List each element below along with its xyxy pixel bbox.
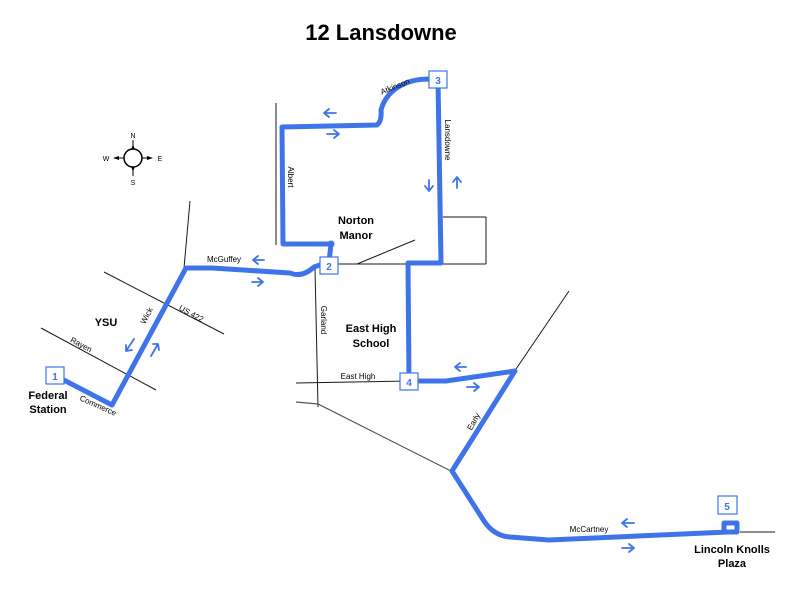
road-rayen — [40, 327, 157, 391]
compass-n: N — [130, 133, 135, 140]
map-title: 12 Lansdowne — [305, 20, 457, 45]
label-us422: US 422 — [177, 304, 205, 325]
arrow-left-icon — [454, 362, 467, 372]
label-mccartney: McCartney — [570, 525, 609, 534]
arrow-left-icon — [621, 518, 635, 528]
road-early-ne — [513, 290, 570, 373]
label-plaza: Plaza — [718, 558, 747, 570]
label-albert: Albert — [286, 167, 295, 189]
compass-s: S — [131, 180, 136, 187]
road-diagonal-norton — [356, 239, 416, 265]
label-federal: Federal — [28, 390, 67, 402]
arrow-right-icon — [326, 129, 340, 139]
label-station: Station — [29, 404, 67, 416]
label-ysu: YSU — [95, 317, 118, 329]
arrow-left-icon — [323, 108, 337, 118]
arrow-up-icon — [452, 176, 462, 189]
arrow-right-icon — [251, 277, 264, 287]
compass-rose-icon: N S W E — [103, 133, 163, 187]
label-east-high-school-1: East High — [346, 323, 397, 335]
arrow-right-icon — [466, 382, 480, 392]
stop-4[interactable]: 4 — [399, 372, 419, 391]
compass-w: W — [103, 156, 110, 163]
label-east-high-school-2: School — [353, 338, 390, 350]
label-atkinson: Atkinson — [379, 77, 411, 97]
label-wick: Wick — [139, 305, 156, 325]
road-wick-north — [183, 200, 191, 269]
norton-manor-terminal-dot — [327, 240, 335, 248]
stop-5-number: 5 — [724, 502, 730, 513]
compass-e: E — [158, 156, 163, 163]
arrow-up-right-icon — [150, 343, 160, 357]
place-labels: Norton Manor YSU Federal Station East Hi… — [28, 215, 769, 570]
stop-2[interactable]: 2 — [319, 256, 339, 275]
label-east-high: East High — [341, 372, 376, 381]
road-garland — [314, 267, 319, 408]
label-norton: Norton — [338, 215, 374, 227]
stop-4-number: 4 — [406, 378, 412, 389]
arrow-left-icon — [252, 255, 265, 265]
label-lansdowne: Lansdowne — [443, 120, 452, 161]
road-us422 — [103, 271, 225, 335]
arrow-down-icon — [424, 179, 434, 192]
road-east-high-ave — [295, 380, 409, 384]
stop-1[interactable]: 1 — [45, 366, 65, 385]
stop-3-number: 3 — [435, 76, 441, 87]
arrow-right-icon — [621, 543, 635, 553]
arrow-down-left-icon — [125, 338, 135, 352]
stop-2-number: 2 — [326, 262, 332, 273]
label-manor: Manor — [340, 230, 374, 242]
bus-route-line — [53, 76, 740, 543]
street-labels: Atkinson Lansdowne Albert McGuffey US 42… — [69, 77, 608, 534]
road-diagonal-southwest — [295, 401, 454, 473]
label-mcguffey: McGuffey — [207, 255, 241, 264]
label-garland: Garland — [319, 306, 328, 334]
direction-arrows — [125, 108, 635, 553]
stop-1-number: 1 — [52, 372, 58, 383]
label-lincoln-knolls: Lincoln Knolls — [694, 544, 770, 556]
stop-5[interactable]: 5 — [717, 495, 738, 515]
label-rayen: Rayen — [69, 335, 94, 354]
stop-3[interactable]: 3 — [428, 70, 448, 89]
